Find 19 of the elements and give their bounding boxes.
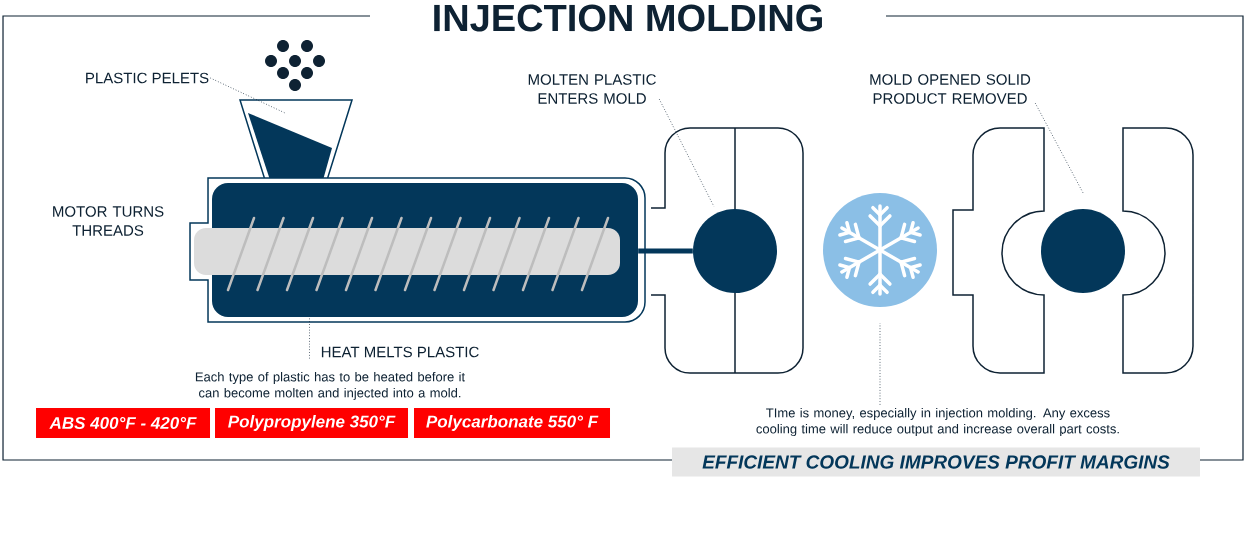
banner: EFFICIENT COOLING IMPROVES PROFIT MARGINS [672,447,1200,477]
temperature-badge: Polypropylene 350°F [215,408,408,438]
leader-line [209,77,286,114]
title: INJECTION MOLDING [434,4,822,32]
label-text: TIme is money, especially in injection molding. Any excess cooling time will reduce output and increase overall part costs. [756,407,1119,437]
leader-line [879,322,881,406]
snowflake-circle [823,193,937,307]
label-text: Each type of plastic has to be heated before it can become molten and injected into a mold. [195,371,465,401]
label-text: MOLTEN PLASTIC ENTERS MOLD [528,74,656,104]
label-text: MOLD OPENED SOLID PRODUCT REMOVED [870,74,1031,104]
temperature-badge: ABS 400°F - 420°F [36,408,210,438]
product-circle [1041,209,1125,293]
label-text: HEAT MELTS PLASTIC [321,346,479,358]
label-text: PLASTIC PELETS [86,72,209,84]
molten-plastic-circle [693,209,777,293]
temperature-badge: Polycarbonate 550° F [414,408,610,438]
leader-line [658,98,715,207]
nozzle-line [638,248,693,254]
label-text: MOTOR TURNS THREADS [53,206,164,236]
